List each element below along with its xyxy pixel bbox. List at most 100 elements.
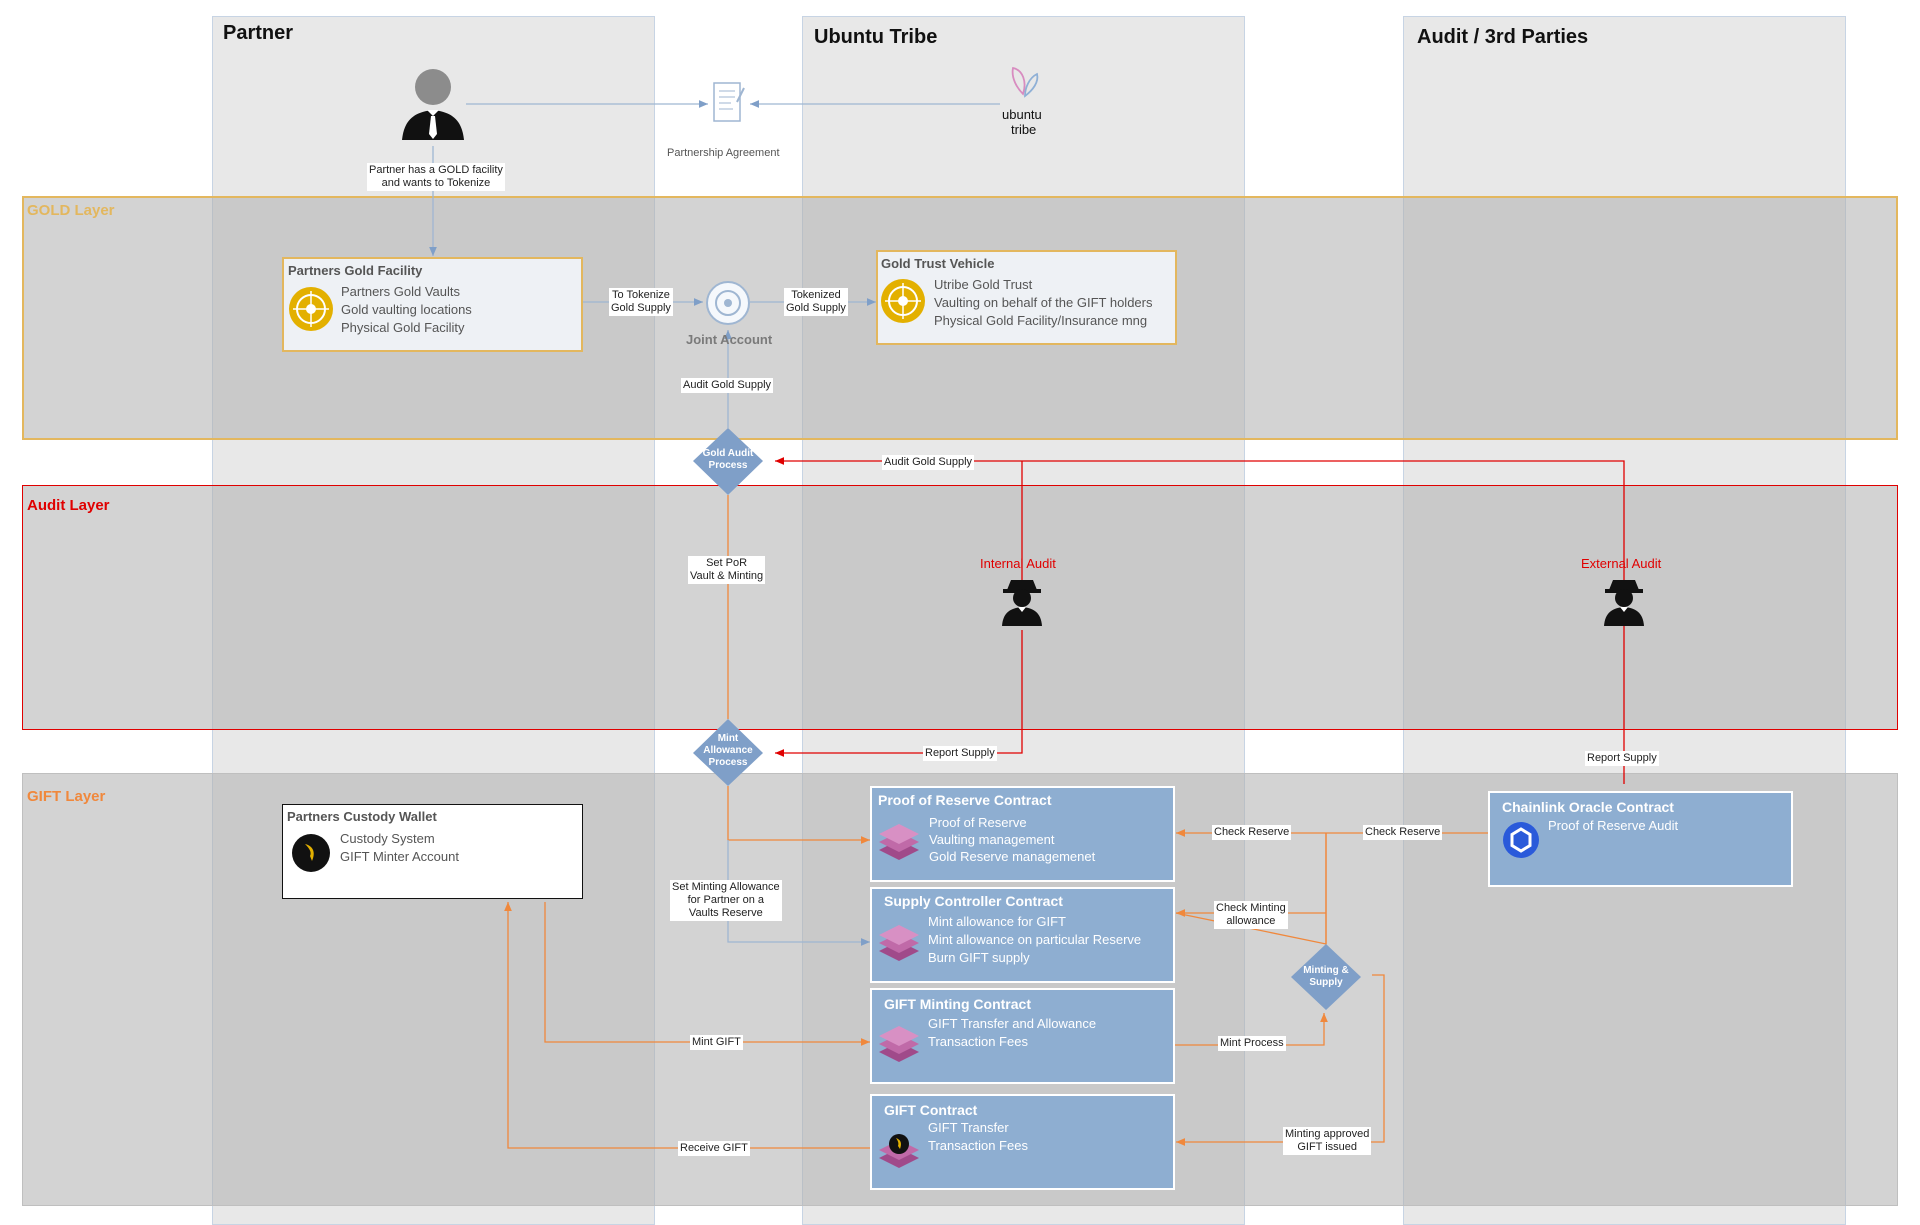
- auditor-icon-internal: [1001, 578, 1043, 633]
- gold-trust-vehicle: Gold Trust Vehicle Utribe Gold Trust Vau…: [876, 250, 1177, 345]
- check-reserve-label-1: Check Reserve: [1212, 825, 1292, 840]
- wallet-line-2: GIFT Minter Account: [340, 849, 459, 864]
- mint-line2: Allowance: [703, 745, 753, 756]
- mint-gift-label: Mint GIFT: [690, 1035, 743, 1050]
- set-por-line1: Set PoR: [706, 557, 748, 569]
- audit-gold-supply-label-upper: Audit Gold Supply: [681, 378, 774, 393]
- minting-approved-label: Minting approved GIFT issued: [1283, 1127, 1372, 1155]
- facility-line-2: Gold vaulting locations: [341, 302, 472, 317]
- gold-audit-process-text: Gold Audit Process: [693, 448, 763, 472]
- gold-layer-title: GOLD Layer: [27, 202, 115, 219]
- partnership-agreement-label: Partnership Agreement: [667, 147, 780, 159]
- approved-line2: GIFT issued: [1297, 1141, 1358, 1153]
- contract-stack-icon-supply: [876, 921, 922, 972]
- contract-stack-icon-minting: [876, 1022, 922, 1073]
- lane-title-audit: Audit / 3rd Parties: [1417, 26, 1589, 48]
- gold-audit-line2: Process: [708, 460, 748, 471]
- person-icon: [400, 68, 466, 144]
- gift-line-2: Transaction Fees: [928, 1138, 1028, 1153]
- check-reserve-label-2: Check Reserve: [1363, 825, 1443, 840]
- gift-minting-contract: GIFT Minting Contract GIFT Transfer and …: [870, 988, 1175, 1084]
- facility-line-3: Physical Gold Facility: [341, 320, 465, 335]
- gold-audit-line1: Gold Audit: [702, 448, 754, 459]
- mint-allowance-process-text: Mint Allowance Process: [693, 733, 763, 769]
- check-minting-line1: Check Minting: [1216, 902, 1286, 914]
- partner-note-line1: Partner has a GOLD facility: [369, 164, 503, 176]
- gold-audit-diamond: [693, 428, 763, 495]
- lane-title-ubuntu: Ubuntu Tribe: [814, 26, 938, 48]
- set-minting-line2: for Partner on a: [687, 894, 765, 906]
- chainlink-icon: [1502, 821, 1540, 864]
- por-line-1: Proof of Reserve: [929, 815, 1027, 830]
- receive-gift-label: Receive GIFT: [678, 1141, 750, 1156]
- minting-supply-line2: Supply: [1309, 977, 1343, 988]
- ubuntu-tribe-logo: ubuntu tribe: [995, 64, 1055, 144]
- minting-supply-line1: Minting &: [1303, 965, 1349, 976]
- joint-account-label: Joint Account: [686, 332, 773, 347]
- supply-line-1: Mint allowance for GIFT: [928, 914, 1066, 929]
- set-por-line2: Vault & Minting: [690, 570, 764, 582]
- mint-allowance-diamond: [693, 719, 763, 786]
- minting-line-2: Transaction Fees: [928, 1034, 1028, 1049]
- trust-line-2: Vaulting on behalf of the GIFT holders: [934, 295, 1153, 310]
- wallet-icon: [291, 833, 331, 878]
- wallet-line-1: Custody System: [340, 831, 435, 846]
- supply-controller-contract: Supply Controller Contract Mint allowanc…: [870, 887, 1175, 983]
- gift-contract: GIFT Contract GIFT Transfer Transaction …: [870, 1094, 1175, 1190]
- supply-line-2: Mint allowance on particular Reserve: [928, 932, 1142, 947]
- external-audit-label: External Audit: [1581, 556, 1662, 571]
- minting-supply-text: Minting & Supply: [1291, 965, 1361, 989]
- approved-line1: Minting approved: [1285, 1128, 1370, 1140]
- chainlink-line-1: Proof of Reserve Audit: [1548, 818, 1679, 833]
- internal-audit-label: Internal Audit: [980, 556, 1056, 571]
- facility-line-1: Partners Gold Vaults: [341, 284, 460, 299]
- wallet-title: Partners Custody Wallet: [287, 809, 437, 824]
- audit-gold-supply-label: Audit Gold Supply: [882, 455, 975, 470]
- proof-of-reserve-contract: Proof of Reserve Contract Proof of Reser…: [870, 786, 1175, 882]
- set-minting-line1: Set Minting Allowance: [672, 881, 780, 893]
- audit-layer: [22, 485, 1898, 730]
- tokenized-label: Tokenized Gold Supply: [784, 288, 848, 316]
- trust-title: Gold Trust Vehicle: [881, 256, 995, 271]
- mint-process-label: Mint Process: [1218, 1036, 1286, 1051]
- gift-contract-title: GIFT Contract: [884, 1102, 978, 1118]
- trust-line-1: Utribe Gold Trust: [934, 277, 1033, 292]
- chainlink-title: Chainlink Oracle Contract: [1502, 799, 1674, 815]
- facility-title: Partners Gold Facility: [288, 263, 423, 278]
- gift-layer-title: GIFT Layer: [27, 788, 106, 805]
- tokenized-line2: Gold Supply: [786, 302, 846, 314]
- minting-line-1: GIFT Transfer and Allowance: [928, 1016, 1097, 1031]
- lane-title-partner: Partner: [223, 22, 294, 44]
- gold-trust-icon: [880, 278, 926, 329]
- mint-line1: Mint: [717, 733, 739, 744]
- minting-title: GIFT Minting Contract: [884, 996, 1031, 1012]
- tokenized-line1: Tokenized: [791, 289, 841, 301]
- to-tokenize-line2: Gold Supply: [611, 302, 671, 314]
- por-title: Proof of Reserve Contract: [878, 792, 1052, 808]
- report-supply-label-internal: Report Supply: [923, 746, 997, 761]
- partners-custody-wallet: Partners Custody Wallet Custody System G…: [282, 804, 583, 899]
- check-minting-line2: allowance: [1226, 915, 1276, 927]
- por-line-3: Gold Reserve managemenet: [929, 849, 1096, 864]
- report-supply-label-external: Report Supply: [1585, 751, 1659, 766]
- mint-line3: Process: [708, 757, 748, 768]
- contract-stack-icon-por: [876, 820, 922, 871]
- set-minting-line3: Vaults Reserve: [688, 907, 763, 919]
- check-minting-label: Check Minting allowance: [1214, 901, 1288, 929]
- por-line-2: Vaulting management: [929, 832, 1055, 847]
- supply-line-3: Burn GIFT supply: [928, 950, 1030, 965]
- to-tokenize-line1: To Tokenize: [612, 289, 670, 301]
- contract-stack-icon-gift: [876, 1128, 922, 1179]
- set-minting-allowance-label: Set Minting Allowance for Partner on a V…: [670, 880, 782, 921]
- audit-layer-title: Audit Layer: [27, 497, 110, 514]
- partners-gold-facility: Partners Gold Facility Partners Gold Vau…: [282, 257, 583, 352]
- gold-vault-icon: [288, 286, 334, 337]
- joint-account-icon: [705, 280, 751, 331]
- logo-text-line1: ubuntu: [1002, 107, 1042, 122]
- supply-title: Supply Controller Contract: [884, 893, 1063, 909]
- partner-note-line2: and wants to Tokenize: [381, 177, 491, 189]
- to-tokenize-label: To Tokenize Gold Supply: [609, 288, 673, 316]
- partner-note: Partner has a GOLD facility and wants to…: [367, 163, 505, 191]
- set-por-label: Set PoR Vault & Minting: [688, 556, 766, 584]
